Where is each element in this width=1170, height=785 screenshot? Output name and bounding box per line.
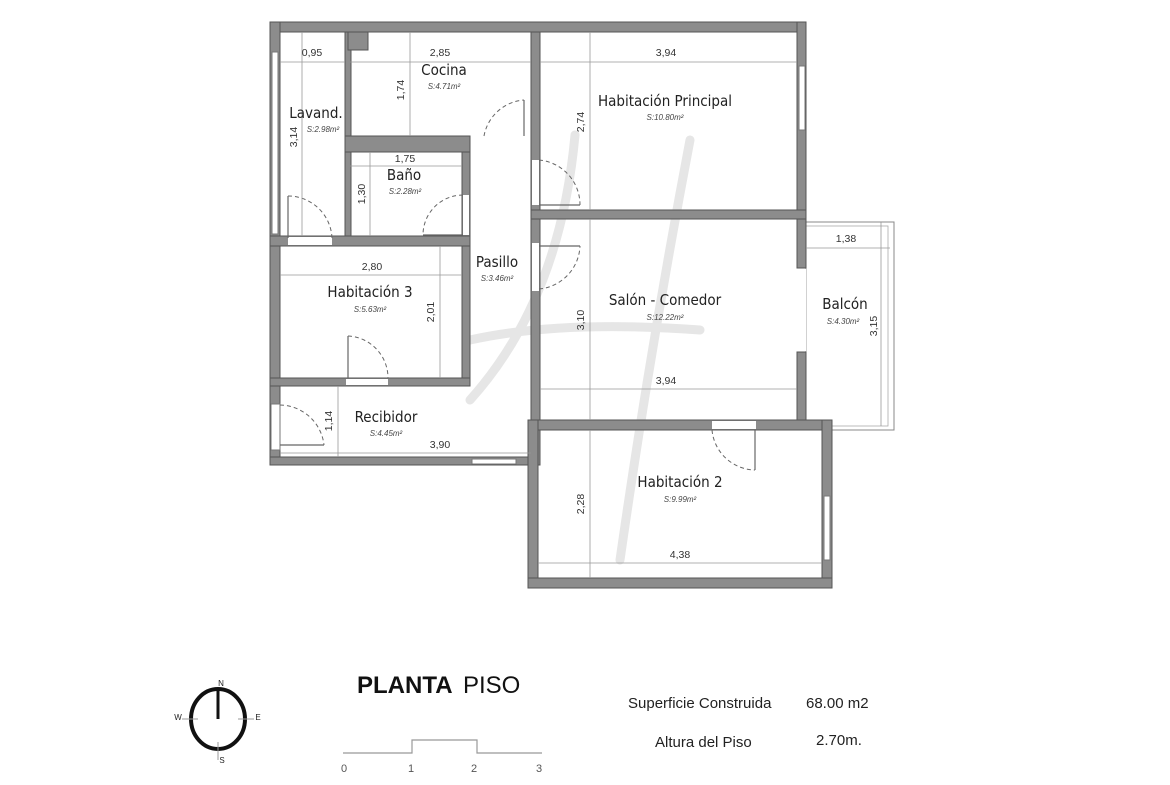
room-name-bano: Baño [387, 166, 421, 184]
room-labels: Lavand. S:2.98m² Cocina S:4.71m² Baño S:… [289, 61, 867, 504]
plan-title-regular: PISO [463, 672, 520, 699]
scale-bar: 0 1 2 3 [341, 739, 542, 775]
dim-hab2-height: 2,28 [575, 494, 587, 515]
dim-bano-width: 1,75 [395, 153, 416, 165]
room-name-balcon: Balcón [822, 295, 868, 313]
room-area-cocina: S:4.71m² [428, 82, 461, 91]
room-name-recibidor: Recibidor [355, 408, 418, 426]
windows [270, 51, 831, 561]
scale-tick-1: 1 [408, 763, 414, 775]
room-area-salon: S:12.22m² [647, 313, 684, 322]
built-area-value: 68.00 m2 [806, 695, 869, 712]
dim-bano-height: 1,30 [356, 184, 368, 205]
compass-w: W [174, 713, 182, 722]
dim-hab3-width: 2,80 [362, 261, 383, 273]
dim-balcon-height: 3,15 [868, 316, 880, 337]
built-area-label: Superficie Construida [628, 695, 772, 712]
dim-balcon-width: 1,38 [836, 233, 857, 245]
room-name-hab-principal: Habitación Principal [598, 92, 732, 110]
floor-height-value: 2.70m. [816, 732, 862, 749]
scale-tick-2: 2 [471, 763, 477, 775]
dim-salon-width: 3,94 [656, 375, 677, 387]
room-area-lavand: S:2.98m² [307, 125, 340, 134]
dim-hab-principal-width: 3,94 [656, 47, 677, 59]
door-swings [279, 99, 756, 471]
compass-e: E [255, 713, 260, 722]
dimension-lines [280, 32, 890, 578]
room-area-hab-principal: S:10.80m² [647, 113, 684, 122]
dim-lavand-height: 3,14 [288, 127, 300, 148]
scale-tick-3: 3 [536, 763, 542, 775]
room-name-hab2: Habitación 2 [637, 473, 722, 491]
plan-title: PLANTA PISO [357, 672, 520, 699]
dim-lavand-width: 0,95 [302, 47, 323, 59]
room-area-bano: S:2.28m² [389, 187, 422, 196]
north-arrow-compass: N S E W [174, 679, 260, 765]
room-area-recibidor: S:4.45m² [370, 429, 403, 438]
room-name-hab3: Habitación 3 [327, 283, 412, 301]
dim-hab3-height: 2,01 [425, 302, 437, 323]
room-area-hab3: S:5.63m² [354, 305, 387, 314]
compass-n: N [218, 679, 224, 688]
dimension-labels: 0,95 3,14 2,85 1,74 1,75 1,30 3,94 2,74 … [288, 47, 880, 561]
dim-recibidor-width: 3,90 [430, 439, 451, 451]
room-name-salon: Salón - Comedor [609, 291, 722, 309]
room-name-cocina: Cocina [421, 61, 467, 79]
compass-s: S [219, 756, 224, 765]
room-name-lavand: Lavand. [289, 104, 342, 122]
plan-title-bold: PLANTA [357, 672, 453, 699]
plan-info: Superficie Construida 68.00 m2 Altura de… [628, 695, 869, 751]
dim-hab-principal-height: 2,74 [575, 112, 587, 133]
room-area-balcon: S:4.30m² [827, 317, 860, 326]
room-area-pasillo: S:3.46m² [481, 274, 514, 283]
floor-height-label: Altura del Piso [655, 734, 752, 751]
room-name-pasillo: Pasillo [476, 253, 518, 271]
room-area-hab2: S:9.99m² [664, 495, 697, 504]
dim-salon-height: 3,10 [575, 310, 587, 331]
scale-tick-0: 0 [341, 763, 347, 775]
dim-hab2-width: 4,38 [670, 549, 691, 561]
dim-cocina-width: 2,85 [430, 47, 451, 59]
dim-recibidor-height: 1,14 [323, 411, 335, 432]
dim-cocina-height: 1,74 [395, 80, 407, 101]
